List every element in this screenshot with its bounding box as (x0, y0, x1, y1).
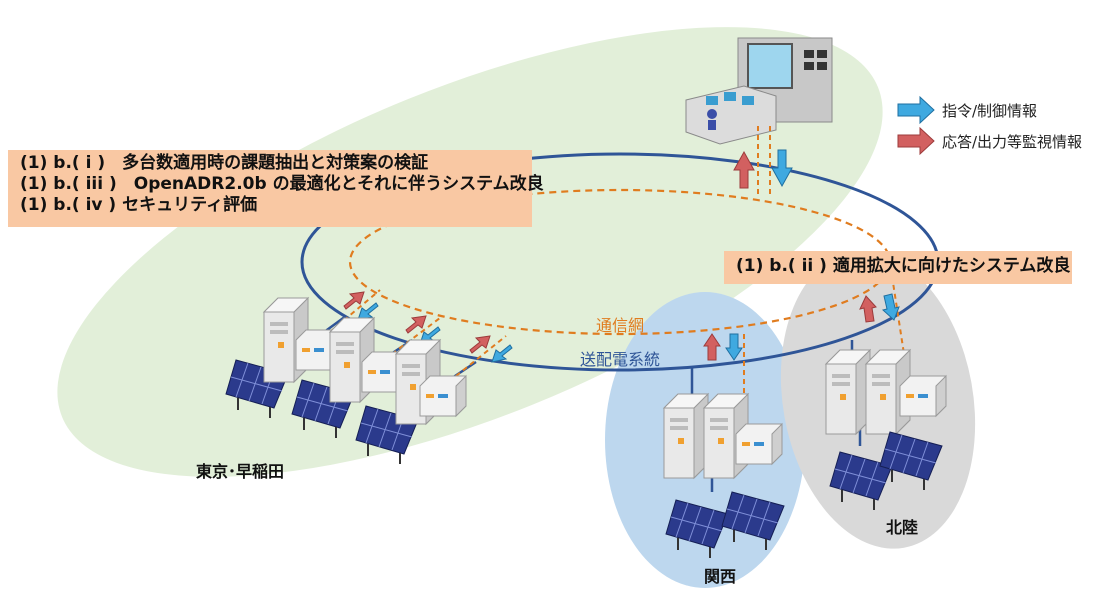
network-label: 通信網 (596, 316, 645, 335)
tokyo-response-arrow-2-icon (405, 315, 427, 334)
command-arrow-down-icon (771, 149, 793, 188)
hokuriku-response-arrow-icon (859, 295, 877, 323)
response-legend-label: 応答/出力等監視情報 (942, 133, 1083, 151)
tokyo-command-arrow-3-icon (491, 344, 513, 363)
tokyo-response-arrow-3-icon (469, 335, 491, 354)
task-item-2: (1) b.( iii ) OpenADR2.0b の最適化とそれに伴うシステム… (20, 174, 544, 194)
grid-label: 送配電系統 (580, 350, 661, 369)
control-center-icon (685, 37, 833, 145)
expansion-task-label: (1) b.( ii ) 適用拡大に向けたシステム改良 (736, 256, 1071, 276)
hokuriku-command-arrow-icon (881, 293, 900, 321)
command-legend-label: 指令/制御情報 (942, 102, 1038, 120)
response-arrow-up-icon (733, 150, 755, 189)
task-item-1: (1) b.( i ) 多台数適用時の課題抽出と対策案の検証 (20, 153, 429, 173)
kansai-command-arrow-icon (725, 333, 743, 361)
tokyo-region-label: 東京･早稲田 (196, 462, 285, 481)
task-item-3: (1) b.( iv ) セキュリティ評価 (20, 195, 258, 215)
command-legend-icon (897, 95, 935, 125)
kansai-response-arrow-icon (703, 333, 721, 361)
task-list-box: (1) b.( i ) 多台数適用時の課題抽出と対策案の検証 (1) b.( i… (8, 150, 544, 227)
tokyo-response-arrow-1-icon (343, 291, 365, 310)
tokyo-command-arrow-1-icon (357, 302, 379, 321)
kansai-region-label: 関西 (704, 567, 737, 586)
response-legend-icon (897, 126, 935, 156)
expansion-task-box: (1) b.( ii ) 適用拡大に向けたシステム改良 (724, 251, 1072, 284)
hokuriku-region-label: 北陸 (886, 518, 919, 537)
